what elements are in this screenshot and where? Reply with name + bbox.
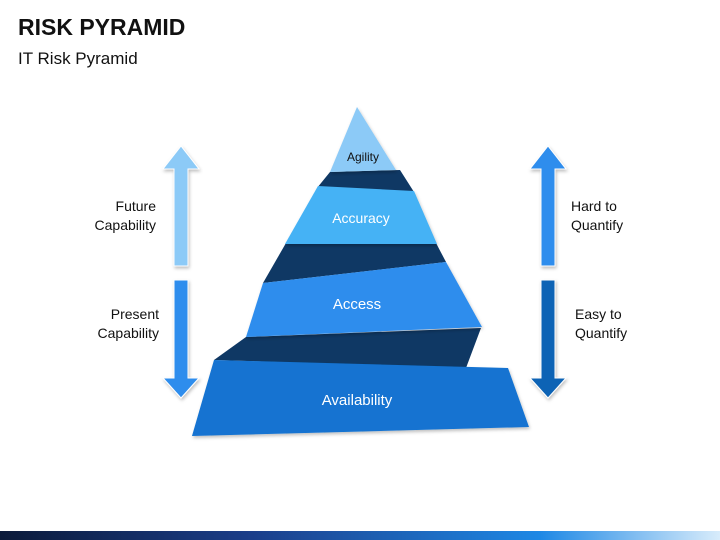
label-line: Present: [110, 306, 159, 322]
tier-label-accuracy: Accuracy: [332, 210, 390, 226]
arrow-down-icon: [161, 279, 201, 399]
pyramid-tier-availability: [192, 360, 529, 436]
label-line: Quantify: [571, 217, 624, 233]
pyramid-tier-accuracy: [285, 186, 437, 244]
label-line: Capability: [94, 217, 156, 233]
arrow-up-icon: [528, 145, 568, 267]
pyramid-band-3: [214, 328, 481, 368]
arrow-down-icon: [528, 279, 568, 399]
label-future-capability: Future Capability: [95, 197, 156, 235]
label-line: Capability: [97, 325, 159, 341]
footer-gradient-bar: [0, 531, 720, 540]
page-title: RISK PYRAMID: [18, 14, 186, 40]
label-easy-to-quantify: Easy to Quantify: [575, 305, 627, 343]
label-present-capability: Present Capability: [98, 305, 159, 343]
label-line: Future: [115, 198, 156, 214]
pyramid-tier-access: [246, 262, 482, 337]
pyramid-band-1: [317, 170, 414, 192]
pyramid-tier-agility: [330, 107, 396, 172]
tier-label-agility: Agility: [347, 150, 379, 164]
label-line: Quantify: [575, 325, 628, 341]
arrow-up-icon: [161, 145, 201, 267]
tier-label-availability: Availability: [322, 392, 393, 409]
label-line: Hard to: [571, 198, 617, 214]
label-line: Easy to: [575, 306, 622, 322]
page-subtitle: IT Risk Pyramid: [18, 49, 138, 68]
pyramid-band-2: [263, 243, 446, 283]
tier-label-access: Access: [333, 296, 381, 313]
label-hard-to-quantify: Hard to Quantify: [571, 197, 623, 235]
